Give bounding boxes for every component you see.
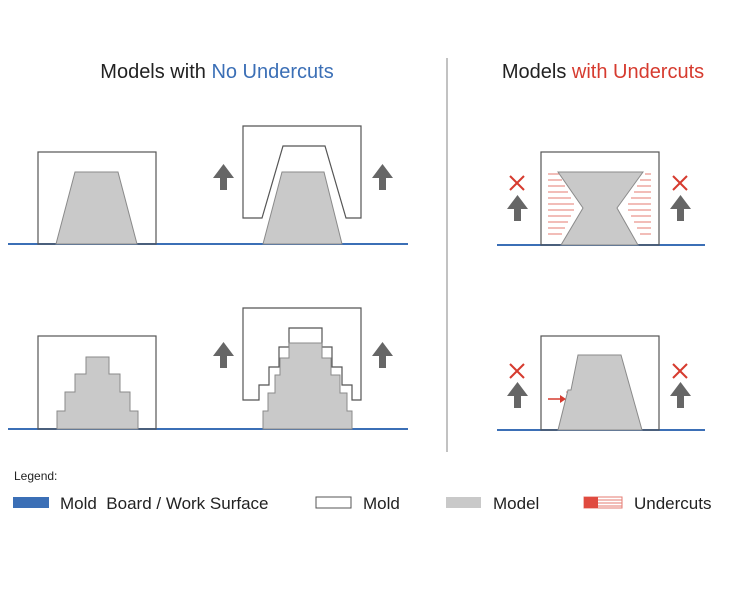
title-no-undercuts: Models with No Undercuts	[100, 61, 333, 83]
legend-label-mold: Mold	[363, 494, 400, 513]
title-left-highlight: No Undercuts	[211, 61, 333, 83]
title-with-undercuts: Models with Undercuts	[502, 61, 704, 83]
x-mark-icon	[509, 175, 525, 191]
stepped-model	[262, 342, 353, 430]
x-mark-icon	[509, 363, 525, 379]
legend-heading: Legend:	[14, 469, 57, 483]
legend-swatch-undercuts	[583, 496, 623, 509]
x-mark-icon	[672, 363, 688, 379]
legend-label-board: Mold Board / Work Surface	[60, 494, 269, 513]
undercut-hatching	[548, 173, 651, 235]
lifted-stepped-mold	[242, 307, 362, 401]
up-arrow-icon	[507, 195, 528, 221]
up-arrow-icon	[670, 195, 691, 221]
legend-swatch-mold	[315, 496, 352, 509]
legend-label-model: Model	[493, 494, 539, 513]
lifted-mold	[242, 125, 362, 219]
up-arrow-icon	[372, 164, 393, 190]
hourglass-model	[557, 171, 644, 246]
up-arrow-icon	[372, 342, 393, 368]
legend-swatch-model	[446, 497, 481, 508]
title-left-prefix: Models with	[100, 61, 211, 83]
up-arrow-icon	[213, 342, 234, 368]
x-mark-icon	[672, 175, 688, 191]
trapezoid-model	[55, 171, 138, 245]
title-right-prefix: Models	[502, 61, 572, 83]
trapezoid-model	[262, 171, 343, 245]
up-arrow-icon	[670, 382, 691, 408]
legend-label-undercuts: Undercuts	[634, 494, 711, 513]
stepped-model	[56, 356, 139, 430]
up-arrow-icon	[213, 164, 234, 190]
title-right-highlight: with Undercuts	[571, 61, 704, 83]
up-arrow-icon	[507, 382, 528, 408]
small-red-arrow-icon	[548, 395, 566, 403]
legend-swatch-board	[13, 497, 49, 508]
undercut-model	[557, 354, 643, 431]
